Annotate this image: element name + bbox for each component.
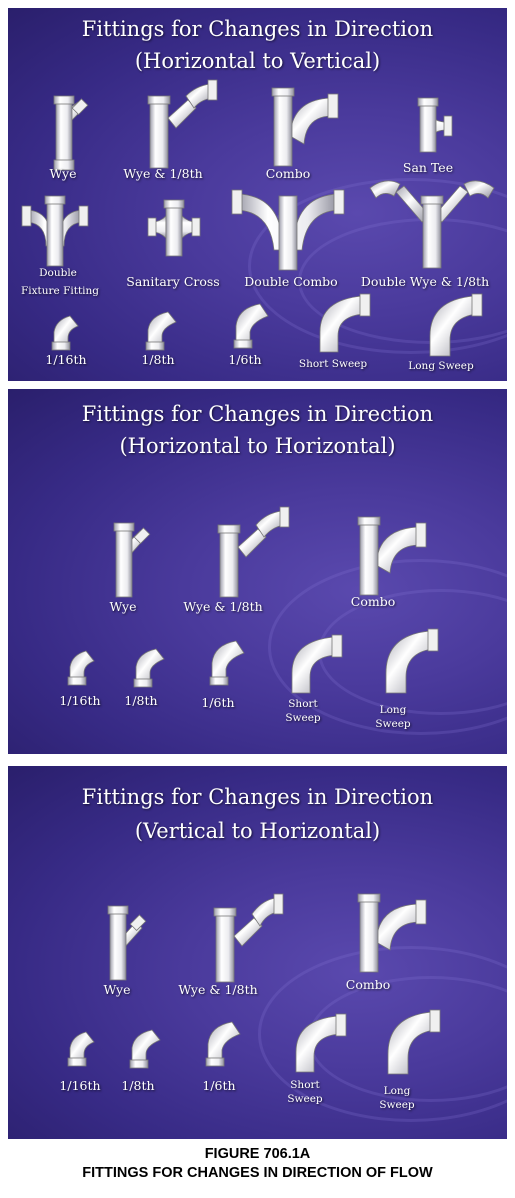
label-wye: Wye xyxy=(109,599,137,614)
label-combo: Combo xyxy=(350,594,396,609)
panel-title-line2: (Vertical to Horizontal) xyxy=(134,819,381,843)
long-sweep-icon xyxy=(387,1009,441,1075)
label-sixth: 1/6th xyxy=(202,1078,236,1093)
short-sweep-icon xyxy=(295,1013,347,1073)
label-wye-eighth: Wye & 1/8th xyxy=(183,599,263,614)
label-combo: Combo xyxy=(265,166,311,181)
label-wye: Wye xyxy=(49,166,77,181)
label-short-sweep: Short Sweep xyxy=(298,358,368,370)
long-sweep-icon xyxy=(429,293,483,357)
background-swirl xyxy=(298,218,507,344)
san-tee-fitting-icon xyxy=(417,97,453,153)
short-sweep-icon xyxy=(319,293,371,353)
combo-fitting-icon xyxy=(271,87,339,167)
label-double-fixture-line1: Double xyxy=(39,267,77,279)
panel-title-line1: Fittings for Changes in Direction xyxy=(81,402,434,426)
panel-title-line1: Fittings for Changes in Direction xyxy=(81,785,434,809)
sixteenth-bend-icon xyxy=(67,1031,95,1067)
label-wye-eighth: Wye & 1/8th xyxy=(178,982,258,997)
label-sanitary-cross: Sanitary Cross xyxy=(126,274,220,289)
panel-horizontal-to-vertical: Fittings for Changes in Direction (Horiz… xyxy=(8,8,507,381)
eighth-bend-icon xyxy=(129,1029,161,1069)
combo-fitting-icon xyxy=(357,516,427,596)
label-sixth: 1/6th xyxy=(228,352,262,367)
double-combo-fitting-icon xyxy=(231,189,345,271)
label-sixteenth: 1/16th xyxy=(45,352,87,367)
sixth-bend-icon xyxy=(209,640,245,686)
wye-fitting-icon xyxy=(113,522,151,598)
label-long-sweep-line2: Sweep xyxy=(375,718,411,730)
figure-caption: FITTINGS FOR CHANGES IN DIRECTION OF FLO… xyxy=(82,1165,433,1181)
label-long-sweep-line2: Sweep xyxy=(379,1099,415,1111)
label-short-sweep-line2: Sweep xyxy=(285,712,321,724)
panel-title-line1: Fittings for Changes in Direction xyxy=(81,17,434,41)
panel-title-line2: (Horizontal to Horizontal) xyxy=(119,434,396,458)
wye-eighth-fitting-icon xyxy=(217,506,290,598)
combo-fitting-icon xyxy=(357,893,427,973)
panel-horizontal-to-horizontal: Fittings for Changes in Direction (Horiz… xyxy=(8,389,507,754)
short-sweep-icon xyxy=(291,634,343,694)
label-eighth: 1/8th xyxy=(141,352,175,367)
wye-fitting-icon xyxy=(53,95,89,171)
label-double-fixture-line2: Fixture Fitting xyxy=(20,285,100,297)
wye-eighth-fitting-icon xyxy=(213,893,284,983)
double-wye-eighth-fitting-icon xyxy=(369,180,495,269)
label-double-combo: Double Combo xyxy=(244,274,338,289)
label-wye-eighth: Wye & 1/8th xyxy=(123,166,203,181)
label-sixth: 1/6th xyxy=(201,695,235,710)
sixteenth-bend-icon xyxy=(67,650,95,686)
label-sixteenth: 1/16th xyxy=(59,693,101,708)
label-wye: Wye xyxy=(103,982,131,997)
label-combo: Combo xyxy=(345,977,391,992)
sixteenth-bend-icon xyxy=(51,315,79,351)
double-fixture-fitting-icon xyxy=(21,195,89,267)
wye-fitting-icon xyxy=(107,905,147,981)
label-eighth: 1/8th xyxy=(124,693,158,708)
label-double-wye-eighth: Double Wye & 1/8th xyxy=(360,274,490,289)
sixth-bend-icon xyxy=(205,1021,241,1067)
panel-title-line2: (Horizontal to Vertical) xyxy=(134,49,381,73)
long-sweep-icon xyxy=(385,628,439,694)
eighth-bend-icon xyxy=(145,311,177,351)
wye-eighth-fitting-icon xyxy=(147,79,218,169)
label-long-sweep-line1: Long xyxy=(379,704,407,716)
label-san-tee: San Tee xyxy=(402,160,454,175)
figure-number: FIGURE 706.1A xyxy=(204,1146,311,1162)
background-swirl xyxy=(258,946,507,1122)
sixth-bend-icon xyxy=(233,303,269,349)
label-long-sweep-line1: Long xyxy=(383,1085,411,1097)
sanitary-cross-fitting-icon xyxy=(147,199,201,257)
label-short-sweep-line2: Sweep xyxy=(287,1093,323,1105)
eighth-bend-icon xyxy=(133,648,165,688)
label-short-sweep-line1: Short xyxy=(288,698,318,710)
label-sixteenth: 1/16th xyxy=(59,1078,101,1093)
label-short-sweep-line1: Short xyxy=(290,1079,320,1091)
label-eighth: 1/8th xyxy=(121,1078,155,1093)
panel-vertical-to-horizontal: Fittings for Changes in Direction (Verti… xyxy=(8,766,507,1139)
label-long-sweep: Long Sweep xyxy=(408,360,474,372)
